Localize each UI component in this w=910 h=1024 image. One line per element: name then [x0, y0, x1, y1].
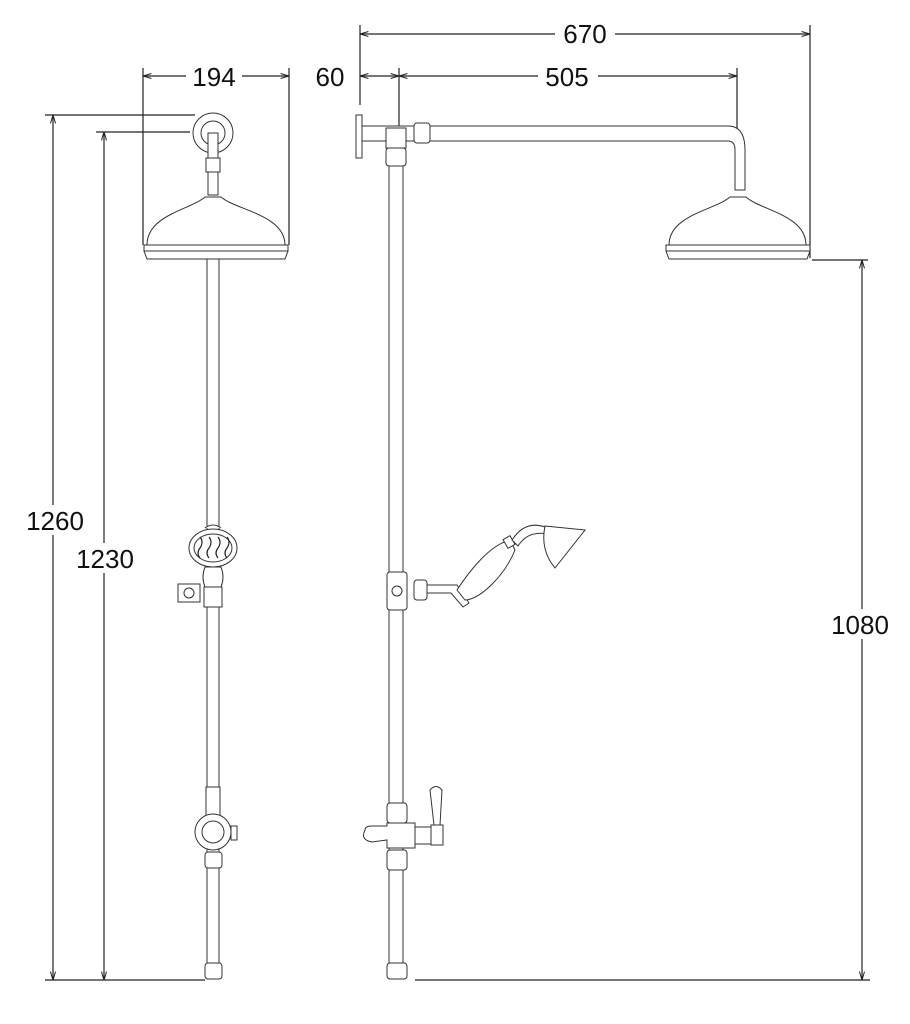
dim-head-height: 1080: [831, 610, 889, 640]
dim-wall-bracket-height: 1230: [76, 544, 134, 574]
dim-wall-offset: 60: [316, 62, 345, 92]
dim-head-width: 194: [192, 62, 235, 92]
side-view-shower: [355, 114, 811, 980]
dim-arm-projection: 505: [545, 62, 588, 92]
dim-overall-height: 1260: [26, 506, 84, 536]
front-view-shower: [143, 112, 289, 980]
dimension-lines: [45, 25, 870, 981]
dim-overall-projection: 670: [563, 19, 606, 49]
